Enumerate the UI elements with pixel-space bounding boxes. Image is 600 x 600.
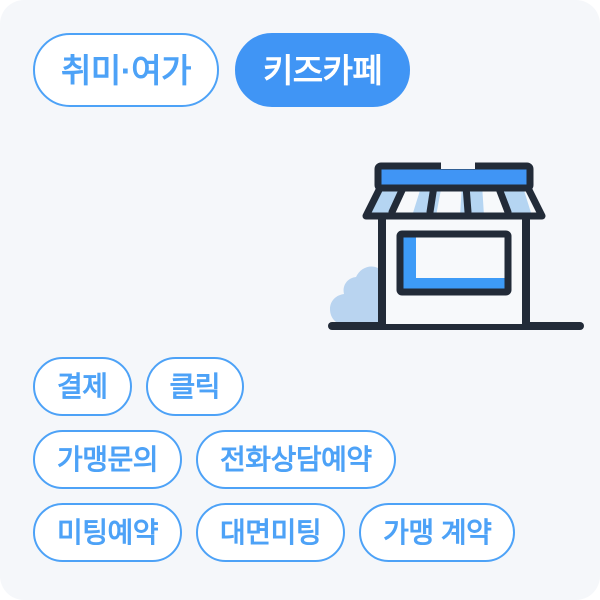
store-pillar-left	[378, 202, 386, 326]
category-chip-hobby-leisure[interactable]: 취미·여가	[33, 33, 219, 107]
store-pillar-right	[522, 202, 530, 326]
tag-franchise-inquiry[interactable]: 가맹문의	[33, 430, 183, 489]
tag-franchise-contract[interactable]: 가맹 계약	[359, 503, 516, 562]
awning-top-bar	[374, 162, 534, 192]
tag-list: 결제 클릭 가맹문의 전화상담예약 미팅예약 대면미팅 가맹 계약	[33, 357, 516, 562]
tag-click[interactable]: 클릭	[145, 357, 245, 416]
tag-row-2: 가맹문의 전화상담예약	[33, 430, 515, 489]
tag-phone-consult-booking[interactable]: 전화상담예약	[196, 430, 396, 489]
tag-in-person-meeting[interactable]: 대면미팅	[196, 503, 346, 562]
tag-payment[interactable]: 결제	[33, 357, 132, 416]
category-chip-kids-cafe[interactable]: 키즈카페	[234, 33, 411, 107]
tag-meeting-booking[interactable]: 미팅예약	[33, 503, 183, 562]
store-window	[396, 230, 512, 296]
category-chip-row: 취미·여가 키즈카페	[33, 33, 411, 107]
tag-row-3: 미팅예약 대면미팅 가맹 계약	[33, 503, 516, 562]
storefront-illustration	[326, 156, 586, 346]
tag-row-1: 결제 클릭	[33, 357, 515, 416]
